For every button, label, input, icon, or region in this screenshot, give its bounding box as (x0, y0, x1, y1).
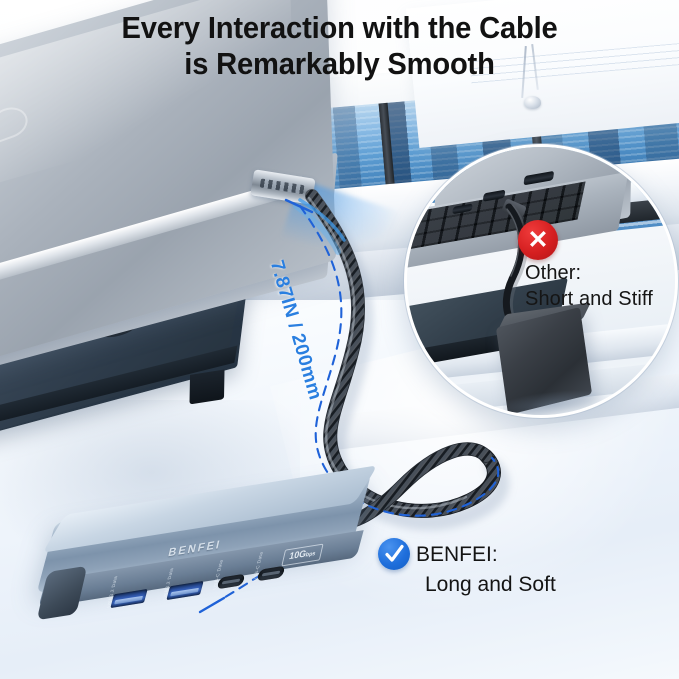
competitor-caption-line2: Short and Stiff (525, 288, 653, 311)
comparison-inset-circle (404, 144, 678, 418)
laptop-stand-foot (189, 369, 225, 405)
connector-knurl-band (259, 178, 305, 195)
benfei-caption-line2: Long and Soft (425, 572, 556, 596)
headline-line-1: Every Interaction with the Cable (121, 10, 558, 45)
hub-speed-value: 10G (288, 548, 308, 562)
blind-cord-knob (524, 96, 541, 109)
benfei-caption: BENFEI: Long and Soft (416, 540, 556, 600)
competitor-caption: Other: Short and Stiff (525, 260, 653, 313)
x-mark-icon: ✕ (518, 220, 558, 260)
hub-speed-unit: bps (304, 550, 317, 559)
check-glyph (385, 544, 404, 562)
check-mark-icon (378, 538, 410, 570)
page-title: Every Interaction with the Cable is Rema… (20, 10, 658, 82)
headline-line-2: is Remarkably Smooth (184, 45, 495, 81)
benfei-caption-line1: BENFEI: (416, 543, 498, 566)
competitor-caption-line1: Other: (525, 262, 582, 284)
x-glyph: ✕ (527, 225, 549, 254)
